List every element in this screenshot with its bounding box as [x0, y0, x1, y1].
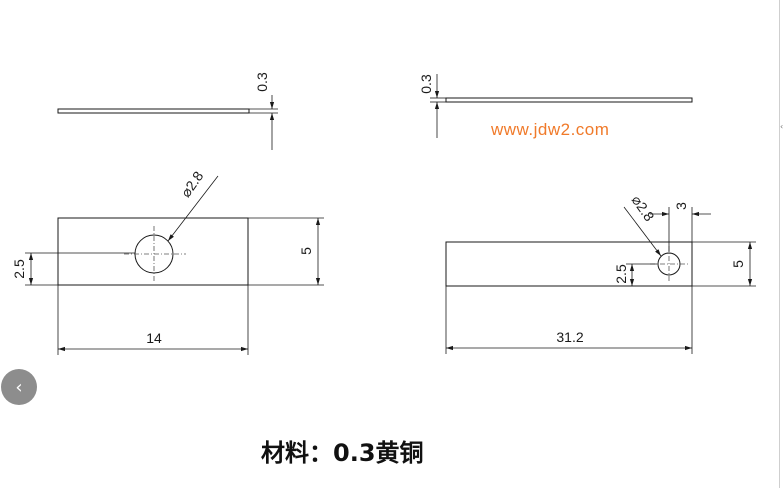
right-thickness-label: 0.3 [418, 74, 434, 94]
chevron-left-icon: ‹ [15, 376, 23, 398]
right-offset-label: 2.5 [613, 264, 629, 284]
left-hole-leader [167, 175, 219, 242]
left-side-view: 0.3 [57, 72, 278, 150]
left-thickness-label: 0.3 [254, 72, 270, 92]
left-hole-diameter-label: ⌀2.8 [177, 168, 206, 200]
right-hole-diameter-label: ⌀2.8 [629, 192, 658, 224]
right-side-view: 0.3 [418, 74, 693, 138]
left-plate-outline [57, 217, 249, 286]
viewer-right-edge [779, 0, 780, 488]
left-top-view: ⌀2.8 2.5 5 14 [11, 168, 324, 355]
left-offset-label: 2.5 [11, 259, 27, 279]
watermark-url: www.jdw2.com [491, 120, 610, 139]
right-hole-leader [623, 206, 662, 257]
edge-chevron-icon: ‹ [780, 122, 784, 131]
material-caption: 材料：0.3黄铜 [261, 439, 424, 467]
right-height-label: 5 [730, 260, 746, 268]
previous-image-button[interactable]: ‹ [1, 369, 37, 405]
right-plate-outline [445, 241, 693, 287]
left-side-plate [57, 108, 250, 114]
right-top-view: ⌀2.8 3 2.5 5 31.2 [445, 192, 756, 354]
left-length-label: 14 [146, 330, 162, 346]
right-length-label: 31.2 [556, 329, 583, 345]
left-height-label: 5 [298, 247, 314, 255]
right-side-plate [445, 97, 693, 103]
right-edge-label: 3 [673, 202, 689, 210]
